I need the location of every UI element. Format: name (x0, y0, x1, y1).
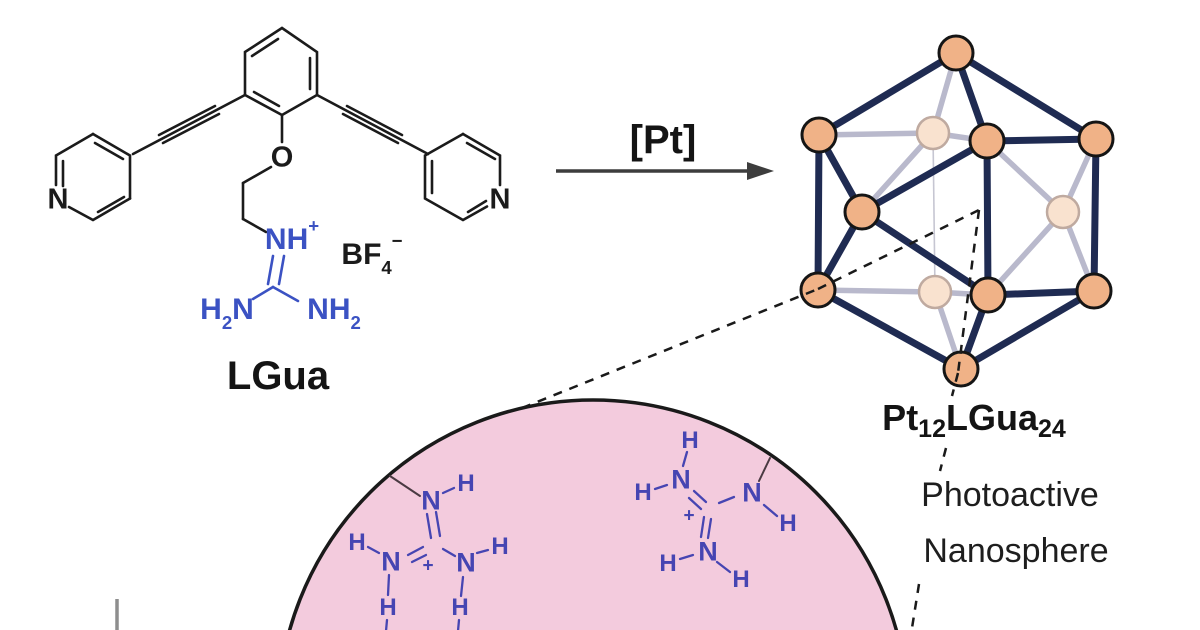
arrow-reagent-label: [Pt] (629, 118, 697, 162)
ligand-name-label: LGua (226, 354, 330, 398)
nanosphere-caption-line2: Nanosphere (923, 532, 1109, 570)
arrowhead-icon (747, 162, 774, 180)
atom-label: H (681, 427, 699, 454)
atom-label: N (47, 183, 69, 216)
atom-label: H (732, 566, 750, 593)
zoom-dashed-lines (521, 208, 981, 629)
atom-label: H (348, 529, 366, 556)
nanosphere-circle (287, 398, 899, 630)
cage-formula-label: Pt12LGua24 (882, 397, 1066, 443)
nanosphere-caption-line1: Photoactive (921, 476, 1099, 514)
surface-guanidinium-right-bonds (653, 450, 779, 574)
atom-label: O (270, 141, 294, 174)
lgua-skeleton (54, 26, 502, 234)
atom-label: + (683, 505, 695, 527)
atom-label: NH+ (264, 214, 320, 256)
lgua-guanidinium-bonds (251, 254, 300, 303)
atom-label: N (671, 464, 691, 495)
surface-guanidinium-left-bonds (366, 486, 490, 630)
surface-anchor-bonds (389, 457, 771, 497)
atom-label: H (457, 470, 475, 497)
atom-label: H (451, 594, 469, 621)
atom-label: N (698, 536, 718, 567)
atom-label: H (379, 594, 397, 621)
atom-label: NH2 (307, 293, 361, 334)
atom-label: H (779, 510, 797, 537)
atom-label: H (659, 550, 677, 577)
atom-label: H (491, 533, 509, 560)
atom-label: BF4− (341, 229, 403, 279)
pt-node-back (915, 115, 1081, 310)
atom-label: N (421, 485, 441, 516)
reaction-arrow (556, 162, 774, 180)
pt-cage (799, 34, 1115, 388)
atom-label: N (381, 546, 401, 577)
atom-label: H (634, 479, 652, 506)
atom-label: + (422, 555, 434, 577)
atom-label: N (456, 547, 476, 578)
atom-label: N (489, 183, 511, 216)
atom-label: N (742, 477, 762, 508)
atom-label: H2N (200, 293, 254, 334)
